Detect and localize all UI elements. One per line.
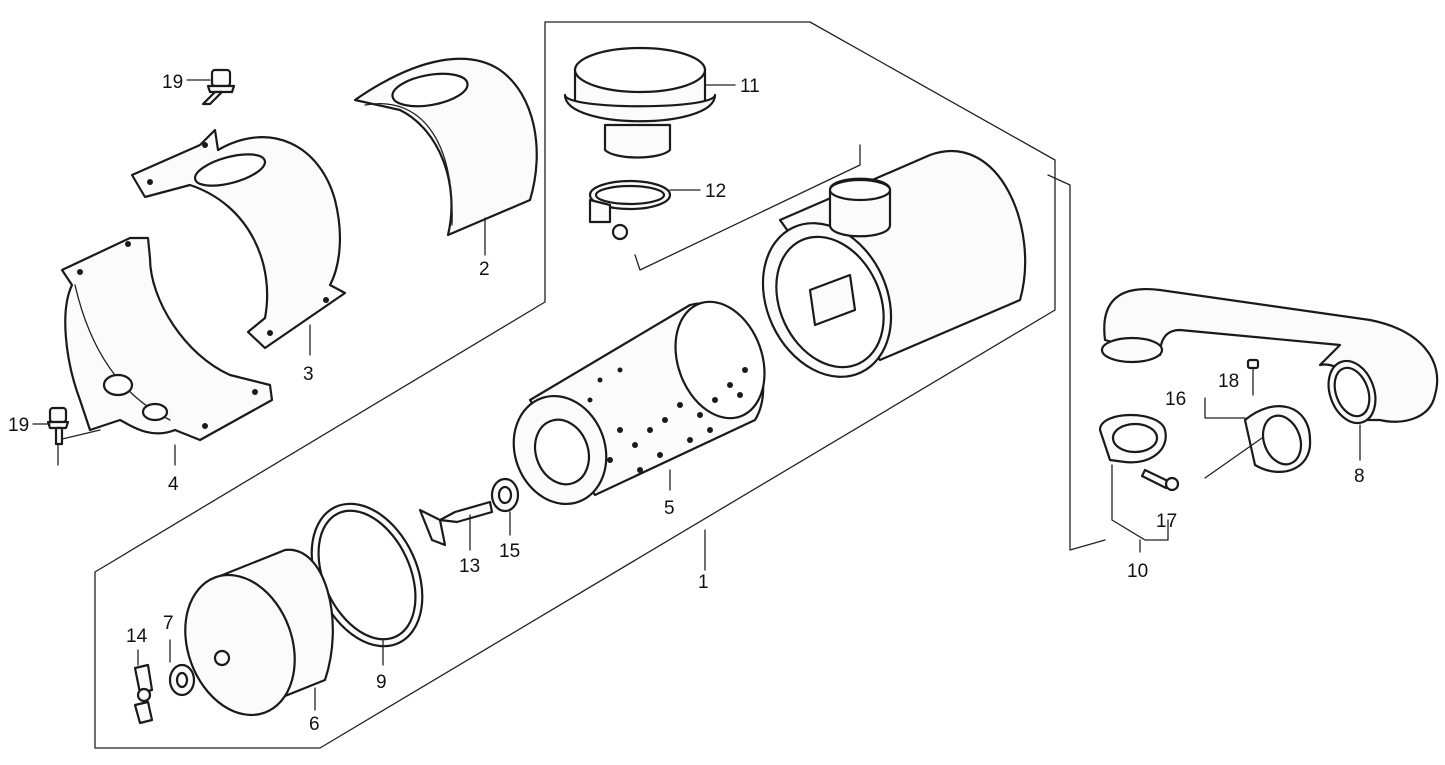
callout-8: 8 [1354, 466, 1365, 487]
part-11-rain-cap [563, 46, 736, 159]
callout-11: 11 [740, 76, 760, 97]
part-5-filter-element [512, 300, 766, 506]
callout-9: 9 [376, 672, 387, 693]
callout-5: 5 [664, 498, 675, 519]
group-11-12-outline [634, 144, 861, 271]
part-10-hose-clamp [1098, 405, 1312, 553]
callout-14: 14 [126, 626, 148, 647]
callout-7: 7 [163, 613, 174, 634]
callout-17: 17 [1156, 511, 1177, 532]
callout-16: 16 [1165, 389, 1186, 410]
callout-3: 3 [303, 364, 314, 385]
part-15-grommet [490, 477, 520, 536]
callout-12: 12 [705, 181, 726, 202]
callout-18: 18 [1218, 371, 1239, 392]
group-8-10-outline [1047, 174, 1106, 551]
callout-13: 13 [459, 556, 480, 577]
part-6-cover [184, 548, 334, 717]
callout-19-top: 19 [162, 72, 183, 93]
assembly-1-outline [94, 21, 1056, 749]
part-8-intake-hose [1100, 288, 1439, 461]
part-4-bracket [57, 236, 274, 466]
callout-1: 1 [698, 572, 709, 593]
part-13-wing-bolt [418, 500, 494, 551]
part-18-screw [1246, 358, 1260, 396]
filter-perforations [587, 367, 748, 473]
part-12-clamp [588, 179, 701, 241]
part-2-band-upper [353, 57, 538, 256]
callout-2: 2 [479, 259, 490, 280]
callout-10: 10 [1127, 561, 1148, 582]
part-3-band-flanged [130, 128, 347, 356]
part-9-gasket [310, 502, 424, 666]
part-17-screw [1140, 468, 1180, 492]
part-19-bolt-left [32, 406, 70, 446]
callout-19-left: 19 [8, 415, 29, 436]
callout-15: 15 [499, 541, 520, 562]
part-7-grommet [168, 639, 196, 697]
callout-labels: 1 2 3 4 5 6 7 8 9 10 11 12 13 14 15 16 1… [8, 72, 1365, 735]
part-14-wing-nut [133, 649, 154, 725]
callout-6: 6 [309, 714, 320, 735]
air-cleaner-housing [761, 150, 1027, 378]
part-19-bolt-top [186, 68, 236, 106]
callout-4: 4 [168, 474, 179, 495]
part-16-bracket [1204, 397, 1263, 479]
